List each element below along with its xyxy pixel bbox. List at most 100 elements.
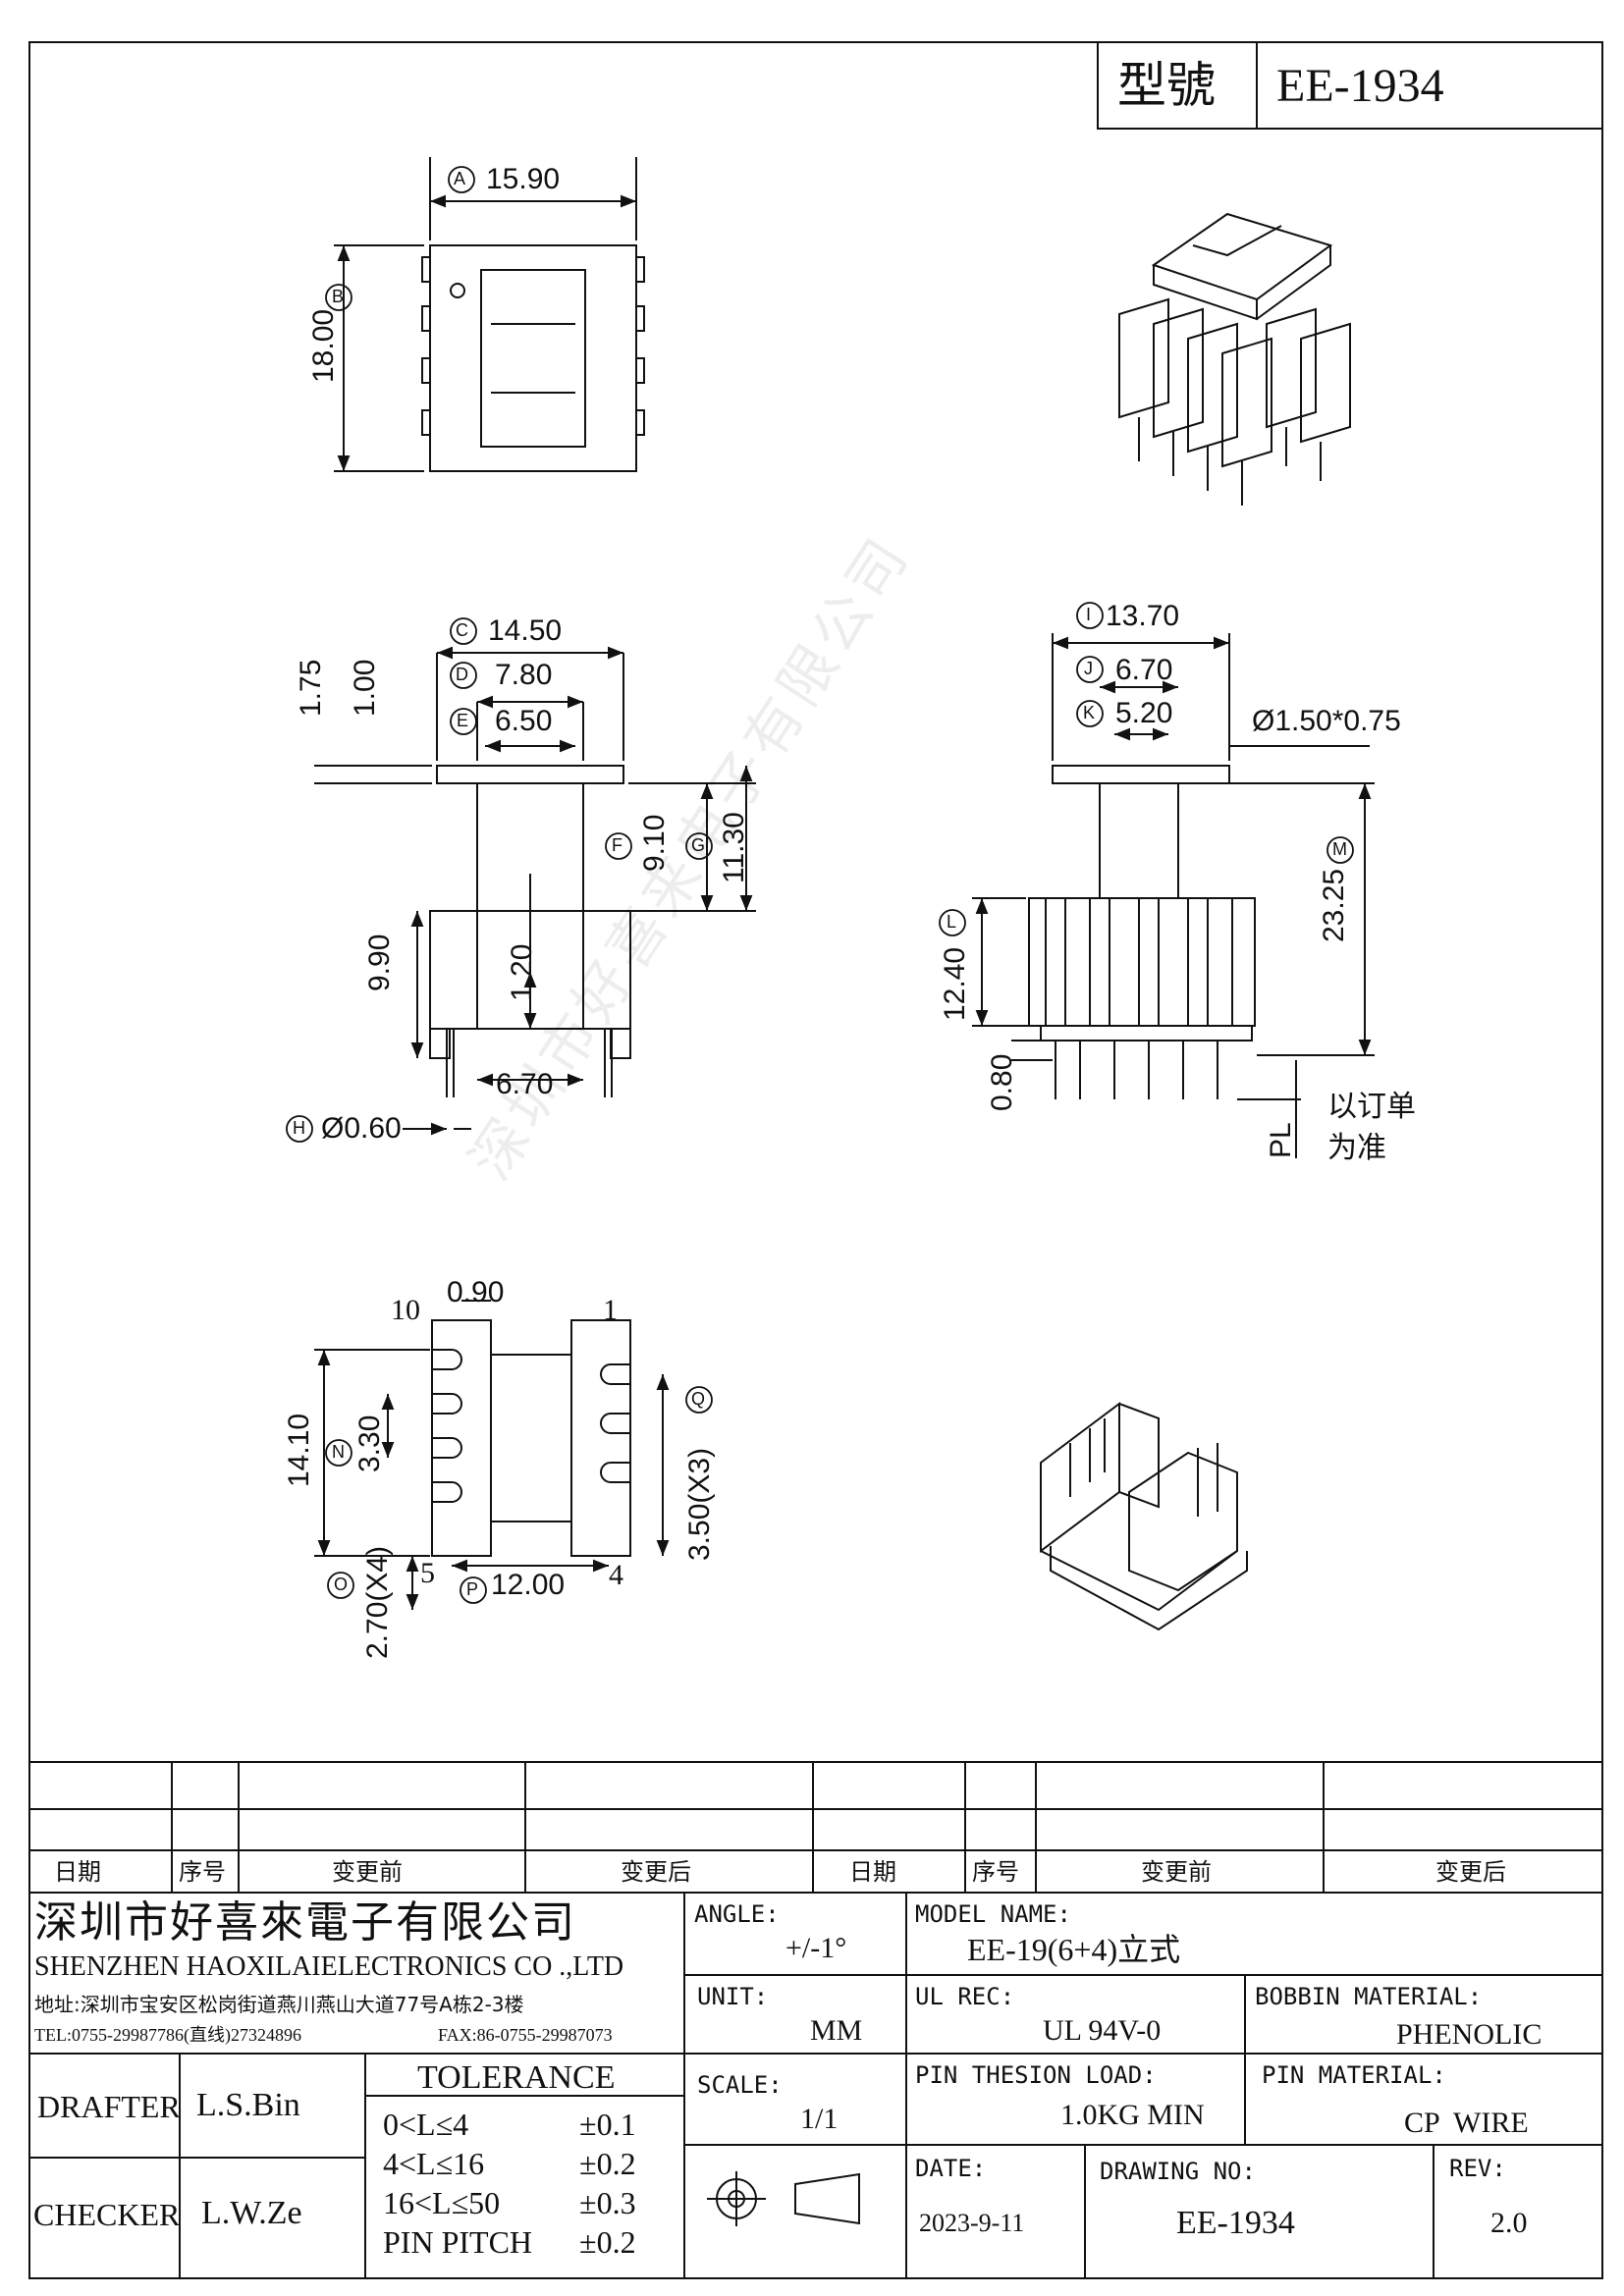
rev-header-no-1: 序号 [179,1858,226,1886]
dim-14-10: 14.10 [283,1413,315,1487]
tolerance-title: TOLERANCE [417,2059,616,2096]
top-view [334,157,645,472]
tolerance-value-1: ±0.1 [579,2107,636,2142]
side-view [972,633,1375,1158]
revision-table-lines [29,1761,1602,1894]
dim-I: 13.70 [1106,600,1180,632]
drafter-label: DRAFTER [37,2089,181,2124]
marker-K: K [1083,703,1096,722]
front-view [314,646,756,1136]
pin-4: 4 [609,1559,623,1591]
scale-label: SCALE: [697,2071,783,2099]
marker-I: I [1086,605,1092,624]
tolerance-range-4: PIN PITCH [383,2224,533,2260]
pin-load-label: PIN THESION LOAD: [915,2061,1157,2089]
dim-A: 15.90 [486,163,561,195]
dim-0-80: 0.80 [986,1053,1018,1111]
dim-1-20: 1.20 [506,943,538,1001]
ul-rec-label: UL REC: [915,1983,1015,2010]
rev-value: 2.0 [1490,2207,1528,2239]
title-block-lines [29,1893,1602,2278]
isometric-view-2 [1040,1402,1248,1631]
rev-header-before-1: 变更前 [332,1858,403,1886]
dim-M: 23.25 [1318,868,1350,942]
unit-label: UNIT: [697,1983,769,2010]
dimension-markers [286,166,1354,1604]
model-header-box [1097,41,1603,130]
dim-Q: 3.50(X3) [683,1447,716,1561]
dim-1-75: 1.75 [295,659,327,717]
marker-B: B [332,287,345,306]
angle-value: +/-1° [785,1932,847,1964]
marker-L: L [947,912,957,932]
company-tel: TEL:0755-29987786(直线)27324896 [34,2025,301,2045]
marker-M: M [1332,839,1347,859]
marker-D: D [456,665,468,684]
tolerance-range-2: 4<L≤16 [383,2146,485,2181]
marker-G: G [691,835,706,855]
dim-L: 12.40 [939,946,971,1021]
pin-material-value: CP WIRE [1404,2107,1529,2139]
pin-10: 10 [391,1294,420,1326]
unit-value: MM [810,2014,863,2047]
pin-1: 1 [603,1294,618,1326]
pin-5: 5 [420,1557,435,1589]
dim-J: 6.70 [1115,654,1173,686]
rev-header-after-1: 变更后 [621,1858,691,1886]
model-value: EE-1934 [1276,60,1444,112]
order-note-2: 为准 [1327,1132,1386,1164]
checker-label: CHECKER [33,2197,181,2232]
dim-6-70b: 6.70 [496,1068,554,1100]
tolerance-range-3: 16<L≤50 [383,2185,501,2220]
marker-A: A [454,169,466,188]
projection-symbol [707,2171,860,2226]
bobbin-material-value: PHENOLIC [1396,2018,1543,2051]
model-label: 型號 [1117,58,1216,113]
marker-H: H [293,1118,305,1138]
dim-PL: PL [1265,1122,1297,1158]
rev-header-date-2: 日期 [849,1858,896,1886]
company-fax: FAX:86-0755-29987073 [438,2025,613,2045]
drawing-no-label: DRAWING NO: [1100,2158,1256,2185]
dim-D: 7.80 [495,659,553,691]
rev-header-no-2: 序号 [972,1858,1019,1886]
drawing-no-value: EE-1934 [1176,2205,1295,2241]
sheet-border [28,41,1603,2279]
bottom-view [314,1300,670,1610]
date-label: DATE: [915,2155,987,2182]
rev-header-before-2: 变更前 [1141,1858,1212,1886]
dim-F: 9.10 [638,814,671,872]
rev-header-after-2: 变更后 [1435,1858,1506,1886]
rev-label: REV: [1449,2155,1506,2182]
rev-header-date-1: 日期 [54,1858,101,1886]
dim-9-90: 9.90 [363,934,396,991]
drafter-value: L.S.Bin [196,2087,300,2123]
model-name-label: MODEL NAME: [915,1900,1071,1928]
pin-load-value: 1.0KG MIN [1060,2099,1205,2131]
marker-F: F [612,835,623,855]
marker-N: N [332,1442,345,1462]
isometric-view-1 [1118,212,1351,506]
ul-rec-value: UL 94V-0 [1043,2014,1162,2047]
pin-material-label: PIN MATERIAL: [1262,2061,1446,2089]
tolerance-value-3: ±0.3 [579,2185,636,2220]
company-name-cn: 深圳市好喜來電子有限公司 [34,1898,576,1947]
dim-C: 14.50 [488,614,563,647]
dim-O: 2.70(X4) [361,1545,394,1659]
dim-N: 3.30 [353,1415,386,1472]
marker-O: O [334,1575,349,1594]
checker-value: L.W.Ze [201,2195,302,2231]
bobbin-material-label: BOBBIN MATERIAL: [1255,1983,1483,2010]
date-value: 2023-9-11 [919,2209,1025,2237]
tolerance-value-4: ±0.2 [579,2224,636,2260]
dim-H: Ø0.60 [321,1112,402,1145]
marker-E: E [457,711,469,730]
dim-B: 18.00 [307,308,340,383]
marker-P: P [466,1579,479,1599]
dim-1-00: 1.00 [349,659,381,717]
dim-G: 11.30 [718,812,750,883]
marker-C: C [456,620,468,640]
tolerance-range-1: 0<L≤4 [383,2107,469,2142]
company-name-en: SHENZHEN HAOXILAIELECTRONICS CO .,LTD [34,1951,624,1982]
